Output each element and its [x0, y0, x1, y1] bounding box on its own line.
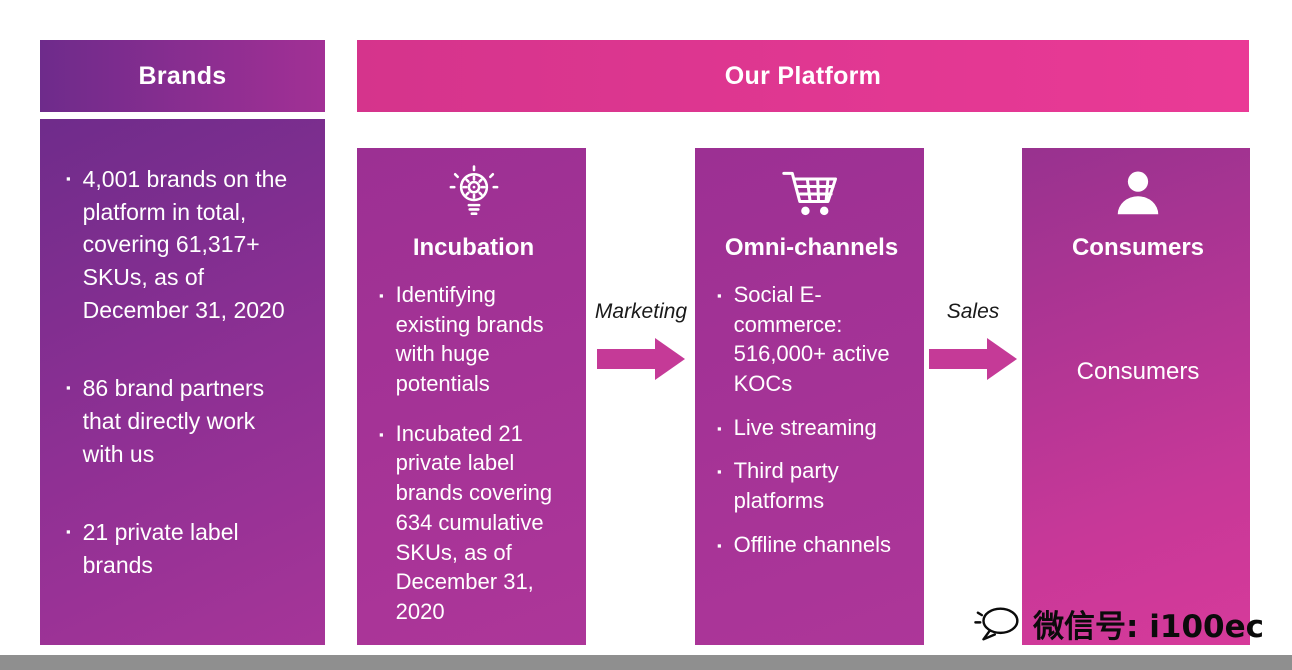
list-item: ▪ Incubated 21 private label brands cove…	[379, 419, 568, 627]
list-item: ▪ 4,001 brands on the platform in total,…	[66, 163, 301, 326]
bullet-square-icon: ▪	[379, 288, 384, 303]
omni-item-text: Social E-commerce: 516,000+ active KOCs	[733, 282, 890, 397]
brands-item-text: 86 brand partners that directly work wit…	[82, 375, 265, 467]
bullet-square-icon: ▪	[717, 420, 722, 436]
list-item: ▪ Third party platforms	[717, 456, 906, 515]
incubation-item-text: Identifying existing brands with huge po…	[395, 282, 544, 397]
bullet-square-icon: ▪	[379, 426, 384, 442]
incubation-column: Incubation ▪ Identifying existing brands…	[357, 148, 586, 645]
consumers-body-label: Consumers	[1076, 358, 1200, 385]
bullet-square-icon: ▪	[717, 537, 722, 553]
incubation-title: Incubation	[412, 234, 535, 261]
list-item: ▪ Social E-commerce: 516,000+ active KOC…	[717, 280, 906, 399]
chat-bubble-icon	[973, 603, 1023, 645]
sales-arrow-label: Sales	[946, 300, 1000, 323]
watermark: 微信号: i100ec	[973, 601, 1264, 646]
lightbulb-gear-icon	[379, 162, 568, 226]
brands-header-label: Brands	[138, 61, 227, 90]
platform-header: Our Platform	[357, 40, 1249, 112]
list-item: ▪ Offline channels	[717, 530, 906, 560]
right-arrow-icon	[929, 338, 1017, 380]
marketing-arrow-label: Marketing	[594, 300, 688, 323]
omni-item-text: Offline channels	[733, 531, 891, 557]
omni-channels-title: Omni-channels	[724, 234, 899, 261]
brands-panel: ▪ 4,001 brands on the platform in total,…	[40, 119, 325, 645]
list-item: ▪ Live streaming	[717, 413, 906, 443]
incubation-list: ▪ Identifying existing brands with huge …	[379, 280, 568, 627]
brands-header: Brands	[40, 40, 325, 112]
bullet-square-icon: ▪	[717, 288, 722, 303]
person-icon	[1044, 162, 1232, 226]
omni-channels-list: ▪ Social E-commerce: 516,000+ active KOC…	[717, 280, 906, 560]
watermark-text: 微信号: i100ec	[1033, 609, 1264, 645]
omni-channels-column: Omni-channels ▪ Social E-commerce: 516,0…	[695, 148, 924, 645]
platform-header-label: Our Platform	[724, 61, 882, 90]
list-item: ▪ Identifying existing brands with huge …	[379, 280, 568, 399]
marketing-flow: Marketing	[586, 300, 696, 380]
bullet-square-icon: ▪	[66, 524, 71, 540]
consumers-column: Consumers Consumers	[1022, 148, 1250, 645]
omni-item-text: Third party platforms	[733, 458, 839, 514]
brands-item-text: 4,001 brands on the platform in total, c…	[82, 166, 288, 323]
brands-item-text: 21 private label brands	[82, 519, 239, 578]
bullet-square-icon: ▪	[66, 380, 71, 396]
right-arrow-icon	[597, 338, 685, 380]
list-item: ▪ 86 brand partners that directly work w…	[66, 372, 301, 470]
list-item: ▪ 21 private label brands	[66, 516, 301, 581]
omni-item-text: Live streaming	[733, 414, 877, 440]
bullet-square-icon: ▪	[66, 171, 71, 186]
shopping-cart-icon	[717, 162, 906, 226]
bullet-square-icon: ▪	[717, 464, 722, 480]
footer-strip	[0, 655, 1292, 670]
sales-flow: Sales	[918, 300, 1028, 380]
consumers-title: Consumers	[1071, 234, 1205, 261]
incubation-item-text: Incubated 21 private label brands coveri…	[395, 420, 553, 624]
